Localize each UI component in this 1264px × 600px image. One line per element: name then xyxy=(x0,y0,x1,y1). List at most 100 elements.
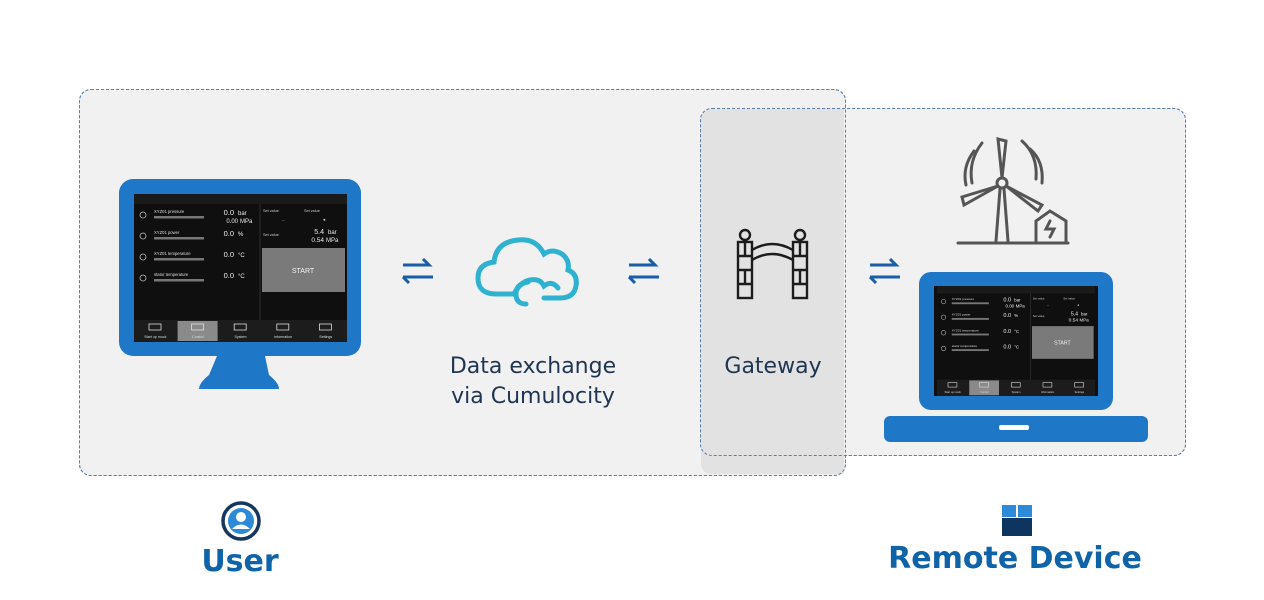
hmi-row-unit: °C xyxy=(238,253,245,259)
hmi-row-value: 0.0 xyxy=(224,229,234,238)
hmi-row-unit: % xyxy=(1014,313,1018,318)
hmi-set-pressure-unit: bar xyxy=(1081,312,1088,317)
hmi-tab-icon xyxy=(191,323,204,331)
hmi-row-bar xyxy=(951,317,989,320)
hmi-tab-icon xyxy=(1042,382,1053,388)
hmi-row-bar xyxy=(154,216,204,219)
hmi-tab-icon xyxy=(233,323,247,331)
remote-device-zone-outline xyxy=(700,108,1186,456)
hmi-row-unit2: MPa xyxy=(1016,304,1026,309)
hmi-set-pressure: 5.4 xyxy=(314,229,324,236)
hmi-row-icon xyxy=(941,299,947,305)
hmi-tab-icon xyxy=(1074,382,1084,388)
hmi-tab-label: Settings xyxy=(319,335,332,339)
hmi-header xyxy=(936,286,1096,294)
hmi-row-name: XYZ01 pressure xyxy=(154,209,185,214)
hmi-row-name: stator temperature xyxy=(952,344,978,348)
hmi-row-value2: 0.00 xyxy=(226,219,238,225)
hmi-tab-label: System xyxy=(235,335,247,339)
hmi-row-bar xyxy=(951,302,989,305)
hmi-set-label: Set value xyxy=(263,209,279,213)
hmi-row-value: 0.0 xyxy=(224,271,234,280)
hmi-set-label: Set value xyxy=(263,233,279,237)
hmi-row-value: 0.0 xyxy=(224,208,234,217)
hmi-row-unit: °C xyxy=(238,274,245,280)
hmi-start-button xyxy=(1031,326,1094,359)
hmi-set-label: Set value xyxy=(1033,314,1045,318)
hmi-row-bar xyxy=(951,333,989,336)
hmi-set-a: -- xyxy=(1047,303,1049,307)
hmi-set-b: ◄ xyxy=(1077,303,1080,307)
hmi-row-icon xyxy=(139,232,147,240)
hmi-row-unit: % xyxy=(238,232,244,238)
hmi-tab-active xyxy=(177,321,218,341)
hmi-row-unit: bar xyxy=(238,211,247,217)
hmi-start-label: START xyxy=(292,268,315,275)
hmi-row-unit: °C xyxy=(1014,344,1020,349)
hmi-tab-label: Settings xyxy=(1075,390,1085,394)
hmi-row-value: 0.0 xyxy=(224,250,234,259)
hmi-set-a: -- xyxy=(282,217,285,222)
exchange-arrows-icon xyxy=(401,257,435,290)
hmi-set-pressure: 5.4 xyxy=(1071,312,1078,318)
hmi-row-bar xyxy=(154,237,204,240)
wind-turbine-icon xyxy=(954,131,1072,252)
device-blocks-icon xyxy=(1000,503,1034,542)
hmi-set-pressure-unit: bar xyxy=(328,230,337,236)
hmi-row-bar xyxy=(154,258,204,261)
hmi-row-name: XYZ01 pressure xyxy=(952,297,975,301)
hmi-row-value: 0.0 xyxy=(1003,344,1011,350)
hmi-row-icon xyxy=(139,253,147,261)
user-icon xyxy=(220,500,262,547)
hmi-set-mpa: 0.54 xyxy=(1069,318,1079,324)
hmi-set-b: ◄ xyxy=(322,217,326,222)
user-label: User xyxy=(201,544,279,579)
hmi-header xyxy=(134,194,347,204)
hmi-set-label: Set value xyxy=(1033,296,1045,300)
hmi-tab-icon xyxy=(318,323,332,331)
hmi-row-unit: bar xyxy=(1014,298,1021,303)
hmi-row-icon xyxy=(941,345,947,351)
hmi-set-mpa-unit: MPa xyxy=(326,238,339,244)
hmi-row-icon xyxy=(941,330,947,336)
hmi-tab-icon xyxy=(979,382,989,388)
hmi-set-label: Set value xyxy=(304,209,320,213)
cloud-icon xyxy=(474,232,580,315)
hmi-tab-label: Information xyxy=(274,335,292,339)
hmi-set-label: Set value xyxy=(1063,296,1075,300)
hmi-row-name: XYZ01 power xyxy=(154,230,180,235)
hmi-row-value: 0.0 xyxy=(1003,329,1011,335)
hmi-tab-label: Control xyxy=(192,335,204,339)
hmi-tab-label: Control xyxy=(980,390,989,394)
hmi-row-value: 0.0 xyxy=(1003,298,1011,304)
exchange-arrows-icon xyxy=(627,257,661,290)
cloud-label-line1: Data exchange xyxy=(449,354,617,379)
hmi-row-value2: 0.00 xyxy=(1006,304,1015,309)
gateway-overlap-zone xyxy=(701,109,844,474)
hmi-row-icon xyxy=(139,211,147,219)
cloud-label-line2: via Cumulocity xyxy=(451,384,615,409)
exchange-arrows-icon xyxy=(868,257,902,290)
gateway-arch-icon xyxy=(734,226,810,307)
hmi-row-unit: °C xyxy=(1014,329,1020,334)
hmi-row-icon xyxy=(139,274,147,282)
hmi-set-mpa: 0.54 xyxy=(311,237,324,244)
hmi-row-unit2: MPa xyxy=(240,219,253,225)
hmi-tab-label: Information xyxy=(1041,390,1055,394)
hmi-row-name: XYZ01 temperature xyxy=(154,251,191,256)
hmi-tab-label: Start up mock xyxy=(144,335,166,339)
hmi-set-mpa-unit: MPa xyxy=(1080,318,1090,323)
hmi-row-name: XYZ01 power xyxy=(952,313,971,317)
hmi-tab-label: Start up mock xyxy=(944,390,961,394)
hmi-tab-active xyxy=(969,380,999,396)
hmi-row-name: stator temperature xyxy=(154,272,189,277)
hmi-start-label: START xyxy=(1054,341,1071,347)
hmi-tab-icon xyxy=(276,323,290,331)
hmi-tab-label: System xyxy=(1012,390,1022,394)
remote-device-label: Remote Device xyxy=(888,541,1142,576)
